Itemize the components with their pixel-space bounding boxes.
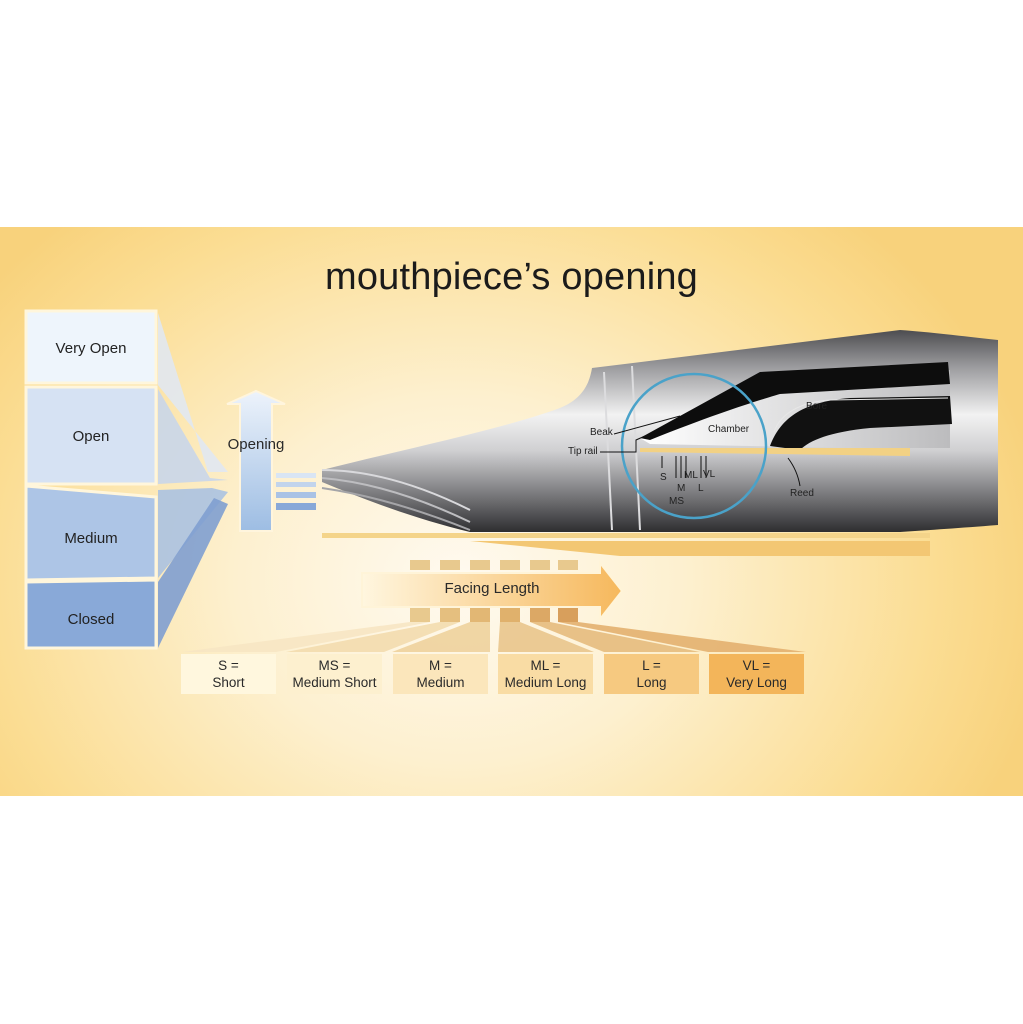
facing-name: Medium <box>416 675 465 690</box>
facing-code: VL = <box>742 658 771 673</box>
facing-box-medium: M = Medium <box>393 654 488 694</box>
facing-blocks <box>410 560 578 622</box>
diagram-title: mouthpiece’s opening <box>324 256 698 298</box>
facing-name: Medium Long <box>504 675 587 690</box>
leader-lines <box>600 415 801 487</box>
facing-code: S = <box>218 658 239 673</box>
opening-arrow-label: Opening <box>227 436 285 453</box>
facing-name: Very Long <box>726 675 787 690</box>
facing-box-long: L = Long <box>604 654 699 694</box>
opening-stack <box>24 309 316 650</box>
facing-name: Short <box>212 675 245 690</box>
facing-box-medium-long: ML = Medium Long <box>498 654 593 694</box>
opening-label-medium: Medium <box>64 530 118 547</box>
facing-code: L = <box>642 658 661 673</box>
mark-s: S <box>660 472 667 483</box>
opening-label-open: Open <box>72 428 110 445</box>
opening-label-closed: Closed <box>67 611 115 628</box>
label-beak: Beak <box>590 427 613 438</box>
label-chamber: Chamber <box>708 424 750 435</box>
label-bore: Bore <box>806 401 828 412</box>
facing-box-very-long: VL = Very Long <box>709 654 804 694</box>
facing-box-medium-short: MS = Medium Short <box>287 654 382 694</box>
facing-fan <box>182 622 806 652</box>
mark-l: L <box>698 483 704 494</box>
magnifier-circle <box>620 372 768 520</box>
facing-code: M = <box>429 658 452 673</box>
opening-label-very-open: Very Open <box>55 340 127 357</box>
mark-ml: ML <box>684 470 698 481</box>
opening-arrow <box>226 389 286 532</box>
mark-ms: MS <box>669 496 684 507</box>
mark-m: M <box>677 483 686 494</box>
facing-box-short: S = Short <box>181 654 276 694</box>
label-tip-rail: Tip rail <box>568 446 598 457</box>
mark-vl: VL <box>703 469 716 480</box>
facing-name: Long <box>636 675 667 690</box>
mouthpiece-body <box>321 330 998 556</box>
facing-code: MS = <box>318 658 351 673</box>
facing-name: Medium Short <box>292 675 377 690</box>
facing-arrow <box>361 560 624 622</box>
label-reed: Reed <box>790 488 814 499</box>
facing-arrow-label: Facing Length <box>444 580 540 597</box>
facing-code: ML = <box>530 658 561 673</box>
